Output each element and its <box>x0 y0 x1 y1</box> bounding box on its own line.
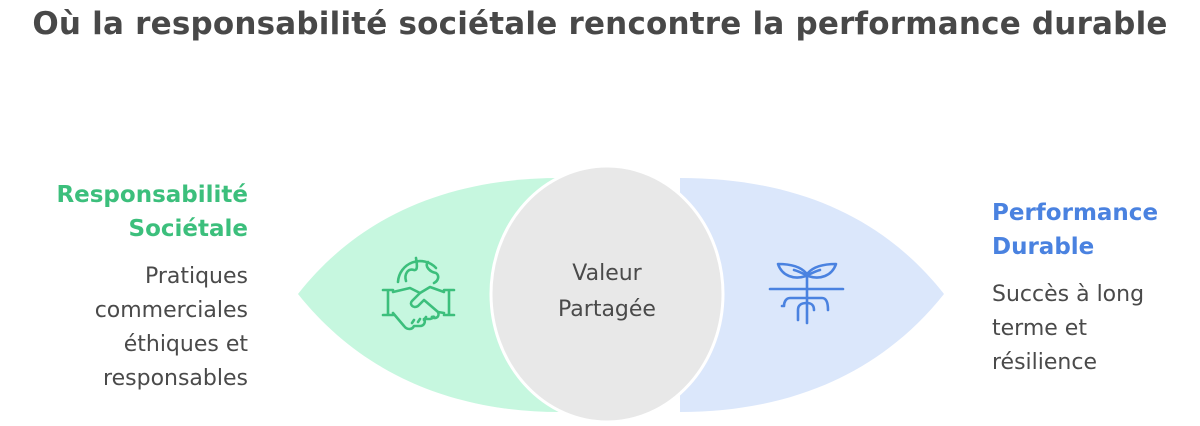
handshake-globe-icon <box>381 256 456 331</box>
right-heading-line2: Durable <box>992 234 1095 260</box>
page-title: Où la responsabilité sociétale rencontre… <box>32 6 1168 42</box>
right-heading: Performance Durable <box>992 196 1200 264</box>
left-leaf-shape <box>298 178 560 412</box>
left-section: Responsabilité Sociétale Pratiques comme… <box>0 178 248 396</box>
right-leaf-shape <box>680 178 944 412</box>
left-heading-line1: Responsabilité <box>56 182 248 208</box>
left-heading-line2: Sociétale <box>128 216 248 242</box>
center-circle <box>489 164 725 424</box>
left-description: Pratiques commerciales éthiques et respo… <box>94 264 248 391</box>
right-heading-line1: Performance <box>992 200 1159 226</box>
right-section: Performance Durable Succès à long terme … <box>992 196 1200 380</box>
center-label: Valeur Partagée <box>558 261 656 322</box>
left-heading: Responsabilité Sociétale <box>0 178 248 246</box>
plant-roots-icon <box>768 262 845 325</box>
right-description: Succès à long terme et résilience <box>992 282 1145 375</box>
